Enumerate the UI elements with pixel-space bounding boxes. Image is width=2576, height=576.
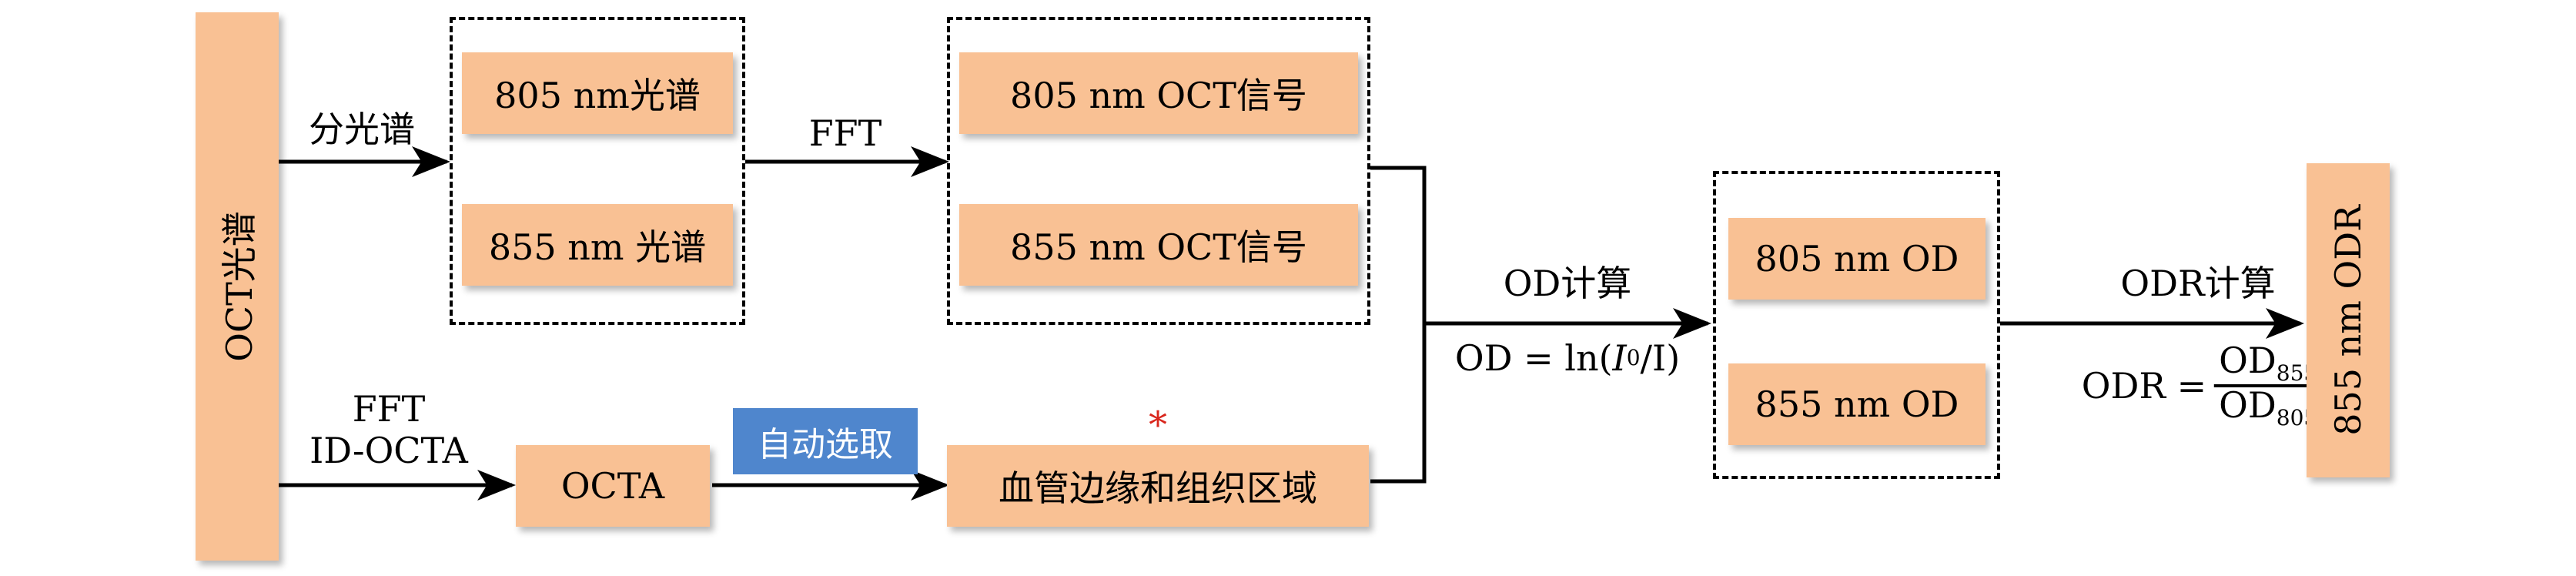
odr-output-label: 855 nm ODR bbox=[2327, 205, 2369, 436]
octa-path-label-fft: FFT bbox=[352, 388, 426, 430]
octa-label: OCTA bbox=[560, 465, 665, 507]
auto-select-badge: 自动选取 bbox=[733, 408, 918, 474]
od-855-box: 855 nm OD bbox=[1728, 363, 1986, 445]
spectrum-855-label: 855 nm 光谱 bbox=[488, 226, 707, 268]
fft-label: FFT bbox=[808, 112, 882, 154]
odr-calc-title: ODR计算 bbox=[2120, 263, 2276, 304]
oct-spectrum-label: OCT光谱 bbox=[219, 211, 260, 362]
odr-calc-formula: ODR = OD855 OD805 bbox=[2081, 340, 2323, 429]
odr-den-text: OD bbox=[2219, 384, 2277, 427]
oct-spectrum-box: OCT光谱 bbox=[196, 12, 279, 561]
oct-signal-group bbox=[947, 17, 1370, 325]
line-oct-signal-to-junction bbox=[1370, 166, 1427, 323]
od-calc-title: OD计算 bbox=[1503, 263, 1632, 304]
oct-signal-855-label: 855 nm OCT信号 bbox=[1010, 226, 1307, 268]
octa-box: OCTA bbox=[516, 445, 710, 527]
od-formula-rest: /I) bbox=[1640, 337, 1681, 379]
spectrum-855-box: 855 nm 光谱 bbox=[462, 204, 733, 286]
spectrum-805-box: 805 nm光谱 bbox=[462, 52, 733, 134]
od-group bbox=[1713, 171, 2000, 479]
od-formula-lhs: OD = ln( bbox=[1454, 337, 1613, 379]
oct-signal-855-box: 855 nm OCT信号 bbox=[959, 204, 1358, 286]
vessel-region-box: 血管边缘和组织区域 bbox=[947, 445, 1369, 527]
od-805-label: 805 nm OD bbox=[1755, 238, 1959, 280]
octa-path-label-id-octa: ID-OCTA bbox=[309, 430, 468, 471]
odr-num-text: OD bbox=[2219, 340, 2277, 381]
spectra-group bbox=[450, 17, 745, 325]
od-formula-i0-sub: 0 bbox=[1626, 345, 1641, 370]
oct-signal-805-label: 805 nm OCT信号 bbox=[1010, 75, 1307, 116]
split-spectrum-label: 分光谱 bbox=[309, 109, 415, 150]
od-formula-i0: I bbox=[1612, 337, 1627, 379]
auto-select-label: 自动选取 bbox=[758, 425, 893, 464]
oct-signal-805-box: 805 nm OCT信号 bbox=[959, 52, 1358, 134]
vessel-region-marker: * bbox=[1149, 404, 1167, 447]
vessel-region-label: 血管边缘和组织区域 bbox=[999, 467, 1317, 509]
od-805-box: 805 nm OD bbox=[1728, 218, 1986, 300]
line-vessel-to-junction bbox=[1370, 323, 1427, 484]
spectrum-805-label: 805 nm光谱 bbox=[494, 75, 701, 116]
odr-formula-lhs: ODR = bbox=[2081, 365, 2207, 407]
odr-output-box: 855 nm ODR bbox=[2307, 163, 2390, 477]
od-855-label: 855 nm OD bbox=[1755, 383, 1959, 425]
